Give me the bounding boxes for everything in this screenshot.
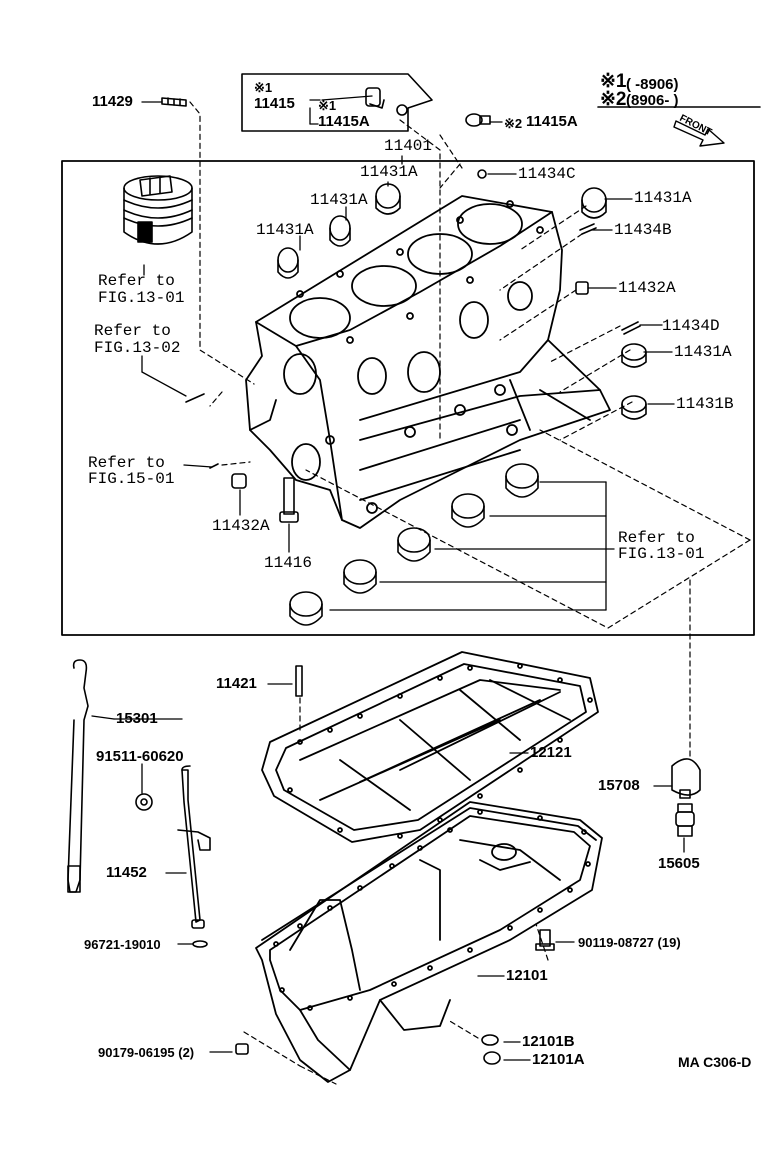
part-11431a-1: 11431A xyxy=(360,163,418,181)
oil-pan xyxy=(255,801,603,1083)
small-pins xyxy=(185,223,641,489)
part-11431a-2: 11431A xyxy=(310,191,368,209)
part-11415a-b-mark: ※2 xyxy=(504,116,523,131)
part-91511-60620: 91511-60620 xyxy=(96,748,184,765)
part-11415a: 11415A xyxy=(318,113,370,130)
stud-11429 xyxy=(161,97,187,107)
part-11431b: 11431B xyxy=(676,395,734,413)
part-12101: 12101 xyxy=(506,967,548,984)
part-96721-19010: 96721-19010 xyxy=(84,937,161,952)
dipstick-guide xyxy=(177,765,211,929)
plug-11415a xyxy=(465,113,491,127)
refer-4-line1: Refer to xyxy=(618,529,695,547)
union-15605 xyxy=(675,803,695,837)
leader-lines xyxy=(91,95,685,1061)
refer-2-line2: FIG.13-02 xyxy=(94,339,181,357)
part-11416: 11416 xyxy=(264,554,313,572)
cylinder-block xyxy=(245,195,611,529)
part-90179-06195: 90179-06195 (2) xyxy=(98,1045,195,1060)
refer-3-line2: FIG.15-01 xyxy=(88,470,175,488)
part-11415-mark: ※1 xyxy=(254,80,273,95)
dashed-lines xyxy=(189,101,751,1085)
refer-3-line1: Refer to xyxy=(88,454,165,472)
part-11432a-1: 11432A xyxy=(618,279,676,297)
part-11434c: 11434C xyxy=(518,165,576,183)
note-2-range: (8906- ) xyxy=(626,92,679,109)
main-bearings xyxy=(289,463,539,626)
note-1-mark: ※1 xyxy=(600,71,627,92)
part-11415a-mark: ※1 xyxy=(318,98,337,113)
part-11431a-5: 11431A xyxy=(674,343,732,361)
refer-1-line1: Refer to xyxy=(98,272,175,290)
part-12101a: 12101A xyxy=(532,1051,585,1068)
part-11431a-3: 11431A xyxy=(256,221,314,239)
part-15301: 15301 xyxy=(116,710,158,727)
part-11421: 11421 xyxy=(216,675,257,692)
dipstick xyxy=(67,659,89,893)
refer-2-line1: Refer to xyxy=(94,322,171,340)
plug-11434c xyxy=(477,169,487,179)
part-11415a-b: 11415A xyxy=(526,113,578,130)
part-11401: 11401 xyxy=(384,137,433,155)
oil-pressure-switch xyxy=(671,758,701,799)
note-1-range: ( -8906) xyxy=(626,76,679,93)
oil-pan-fasteners xyxy=(235,929,555,1065)
refer-1-line2: FIG.13-01 xyxy=(98,289,185,307)
part-11434d: 11434D xyxy=(662,317,720,335)
piston-icon xyxy=(123,175,193,245)
part-15605: 15605 xyxy=(658,855,700,872)
part-11452: 11452 xyxy=(106,864,147,881)
part-11429: 11429 xyxy=(92,93,133,110)
part-15708: 15708 xyxy=(598,777,640,794)
part-90119-08727: 90119-08727 (19) xyxy=(578,935,681,950)
core-plug-icons xyxy=(277,183,647,420)
part-11434b: 11434B xyxy=(614,221,672,239)
part-11432a-2: 11432A xyxy=(212,517,270,535)
o-ring-96721 xyxy=(192,940,208,948)
block-frame xyxy=(61,160,755,636)
callout-box xyxy=(241,73,433,132)
plug-11415 xyxy=(365,87,408,116)
note-2-mark: ※2 xyxy=(600,89,627,110)
oil-seal-91511 xyxy=(135,793,153,811)
front-arrow-icon xyxy=(673,120,725,147)
diagram-code: MA C306-D xyxy=(678,1054,752,1070)
part-11431a-4: 11431A xyxy=(634,189,692,207)
oil-pan-baffle xyxy=(261,651,599,843)
bolt-11416 xyxy=(279,477,299,523)
refer-4-line2: FIG.13-01 xyxy=(618,545,705,563)
part-11415: 11415 xyxy=(254,95,295,112)
part-12101b: 12101B xyxy=(522,1033,575,1050)
stud-11421 xyxy=(295,665,303,697)
part-12121: 12121 xyxy=(530,744,572,761)
